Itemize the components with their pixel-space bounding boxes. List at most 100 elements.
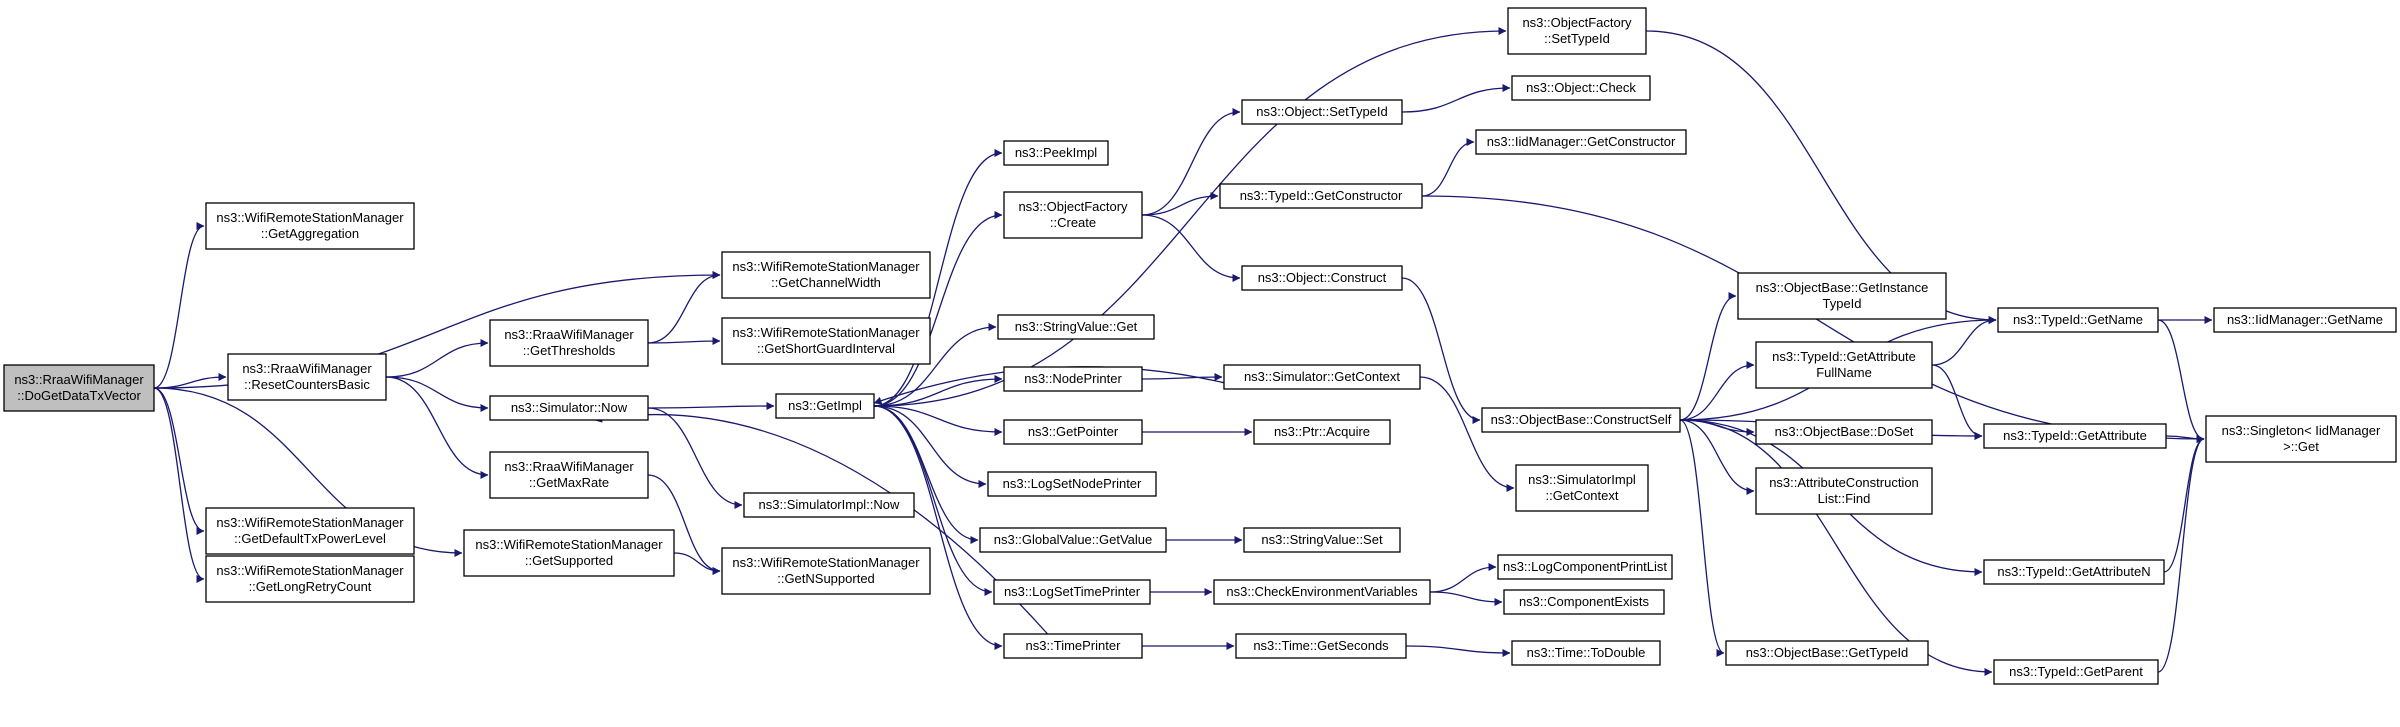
node-getImpl[interactable]: ns3::GetImpl xyxy=(775,393,875,419)
node-box xyxy=(1213,579,1431,605)
node-nodePrinter[interactable]: ns3::NodePrinter xyxy=(1003,366,1143,392)
node-objFactoryCreate[interactable]: ns3::ObjectFactory::Create xyxy=(1003,191,1143,239)
node-logComponentPrintList[interactable]: ns3::LogComponentPrintList xyxy=(1497,554,1673,580)
edge-line xyxy=(1679,419,1993,676)
node-getMaxRate[interactable]: ns3::RraaWifiManager::GetMaxRate xyxy=(489,451,649,499)
node-constructSelf[interactable]: ns3::ObjectBase::ConstructSelf xyxy=(1481,407,1681,433)
node-getChannelWidth[interactable]: ns3::WifiRemoteStationManager::GetChanne… xyxy=(721,251,931,299)
node-logSetTimePrinter[interactable]: ns3::LogSetTimePrinter xyxy=(993,579,1151,605)
edge-line xyxy=(873,405,1003,650)
node-box xyxy=(1243,527,1401,553)
node-getShortGuard[interactable]: ns3::WifiRemoteStationManager::GetShortG… xyxy=(721,317,931,365)
node-getNSupported[interactable]: ns3::WifiRemoteStationManager::GetNSuppo… xyxy=(721,547,931,595)
node-root[interactable]: ns3::RraaWifiManager::DoGetDataTxVector xyxy=(3,364,155,412)
node-simImplNow[interactable]: ns3::SimulatorImpl::Now xyxy=(743,492,915,518)
node-getSupported[interactable]: ns3::WifiRemoteStationManager::GetSuppor… xyxy=(463,529,675,577)
node-label: ns3::NodePrinter xyxy=(1024,371,1122,386)
node-checkEnvVars[interactable]: ns3::CheckEnvironmentVariables xyxy=(1213,579,1431,605)
node-box xyxy=(1481,407,1681,433)
edge-objectConstruct-to-constructSelf xyxy=(1401,277,1481,424)
node-typeIdGetName[interactable]: ns3::TypeId::GetName xyxy=(1997,307,2159,333)
node-label: ns3::Object::Check xyxy=(1526,80,1636,95)
node-label: FullName xyxy=(1816,365,1872,380)
node-label: ns3::LogSetNodePrinter xyxy=(1003,476,1142,491)
node-label: ::SetTypeId xyxy=(1544,31,1610,46)
node-singletonGet[interactable]: ns3::Singleton< IidManager>::Get xyxy=(2205,415,2397,463)
node-stringValueGet[interactable]: ns3::StringValue::Get xyxy=(997,314,1155,340)
node-componentExists[interactable]: ns3::ComponentExists xyxy=(1503,589,1665,615)
node-label: ns3::AttributeConstruction xyxy=(1769,475,1919,490)
node-timeGetSeconds[interactable]: ns3::Time::GetSeconds xyxy=(1235,633,1407,659)
node-simImplGetContext[interactable]: ns3::SimulatorImpl::GetContext xyxy=(1515,464,1649,512)
edge-line xyxy=(594,413,1049,635)
node-globalValueGetValue[interactable]: ns3::GlobalValue::GetValue xyxy=(979,527,1167,553)
node-typeIdGetAttributeN[interactable]: ns3::TypeId::GetAttributeN xyxy=(1983,559,2165,585)
node-objectSetTypeId[interactable]: ns3::Object::SetTypeId xyxy=(1241,99,1403,125)
edge-line xyxy=(873,405,987,488)
edge-simNow-to-simImplNow xyxy=(647,407,743,509)
node-getPointer[interactable]: ns3::GetPointer xyxy=(1003,419,1143,445)
node-iidGetConstructor[interactable]: ns3::IidManager::GetConstructor xyxy=(1475,129,1687,155)
node-getThresholds[interactable]: ns3::RraaWifiManager::GetThresholds xyxy=(489,319,649,367)
node-label: ns3::TimePrinter xyxy=(1026,638,1122,653)
edge-objFactoryCreate-to-objectConstruct xyxy=(1141,214,1241,282)
edge-getMaxRate-to-getNSupported xyxy=(647,474,721,575)
node-box xyxy=(721,251,931,299)
edge-checkEnvVars-to-componentExists xyxy=(1429,591,1503,606)
node-objectCheck[interactable]: ns3::Object::Check xyxy=(1511,75,1651,101)
edge-constructSelf-to-objectBaseGetTypeId xyxy=(1679,419,1725,657)
edge-constructSelf-to-typeIdGetParent xyxy=(1679,419,1993,676)
node-objectBaseGetTypeId[interactable]: ns3::ObjectBase::GetTypeId xyxy=(1725,640,1929,666)
node-getDefaultTxPower[interactable]: ns3::WifiRemoteStationManager::GetDefaul… xyxy=(205,507,415,555)
node-box xyxy=(1223,364,1421,390)
node-box xyxy=(1507,7,1647,55)
node-box xyxy=(1003,191,1143,239)
node-label: ns3::SimulatorImpl xyxy=(1528,472,1636,487)
edge-line xyxy=(1405,645,1511,657)
node-label: ns3::ObjectFactory xyxy=(1018,199,1128,214)
node-label: ns3::IidManager::GetName xyxy=(2227,312,2383,327)
node-typeIdGetConstructor[interactable]: ns3::TypeId::GetConstructor xyxy=(1219,183,1423,209)
node-box xyxy=(2205,415,2397,463)
node-iidGetName[interactable]: ns3::IidManager::GetName xyxy=(2213,307,2397,333)
node-label: List::Find xyxy=(1818,491,1871,506)
node-box xyxy=(1755,341,1933,389)
node-label: ns3::Simulator::GetContext xyxy=(1244,369,1400,384)
node-typeIdGetAttribute[interactable]: ns3::TypeId::GetAttribute xyxy=(1983,423,2167,449)
node-timeToDouble[interactable]: ns3::Time::ToDouble xyxy=(1511,640,1661,666)
node-objectBaseDoSet[interactable]: ns3::ObjectBase::DoSet xyxy=(1755,419,1933,445)
edge-line xyxy=(1931,316,1997,366)
node-peekImpl[interactable]: ns3::PeekImpl xyxy=(1003,140,1109,166)
edge-timePrinter-to-simNow xyxy=(594,413,1049,635)
edge-timeGetSeconds-to-timeToDouble xyxy=(1405,645,1511,657)
node-stringValueSet[interactable]: ns3::StringValue::Set xyxy=(1243,527,1401,553)
edge-line xyxy=(1401,277,1481,424)
node-ptrAcquire[interactable]: ns3::Ptr::Acquire xyxy=(1253,419,1391,445)
node-getAggregation[interactable]: ns3::WifiRemoteStationManager::GetAggreg… xyxy=(205,202,415,250)
node-getLongRetry[interactable]: ns3::WifiRemoteStationManager::GetLongRe… xyxy=(205,555,415,603)
node-timePrinter[interactable]: ns3::TimePrinter xyxy=(1003,633,1143,659)
node-label: ns3::RraaWifiManager xyxy=(504,459,634,474)
node-box xyxy=(987,471,1157,497)
node-label: ns3::TypeId::GetAttributeN xyxy=(1997,564,2150,579)
edge-line xyxy=(873,211,1003,407)
edge-line xyxy=(1141,373,1223,382)
node-simGetContext[interactable]: ns3::Simulator::GetContext xyxy=(1223,364,1421,390)
node-objFactorySetTypeId[interactable]: ns3::ObjectFactory::SetTypeId xyxy=(1507,7,1647,55)
node-box xyxy=(463,529,675,577)
node-resetCounters[interactable]: ns3::RraaWifiManager::ResetCountersBasic xyxy=(227,353,387,401)
node-label: ns3::Singleton< IidManager xyxy=(2222,423,2381,438)
node-label: ::GetContext xyxy=(1546,488,1619,503)
node-box xyxy=(993,579,1151,605)
node-typeIdGetParent[interactable]: ns3::TypeId::GetParent xyxy=(1993,659,2159,685)
node-label: ns3::LogComponentPrintList xyxy=(1503,559,1667,574)
node-objectConstruct[interactable]: ns3::Object::Construct xyxy=(1241,265,1403,291)
node-box xyxy=(1497,554,1673,580)
node-simNow[interactable]: ns3::Simulator::Now xyxy=(489,395,649,421)
edge-root-to-getAggregation xyxy=(153,222,205,389)
node-label: ns3::ObjectBase::DoSet xyxy=(1775,424,1914,439)
node-logSetNodePrinter[interactable]: ns3::LogSetNodePrinter xyxy=(987,471,1157,497)
